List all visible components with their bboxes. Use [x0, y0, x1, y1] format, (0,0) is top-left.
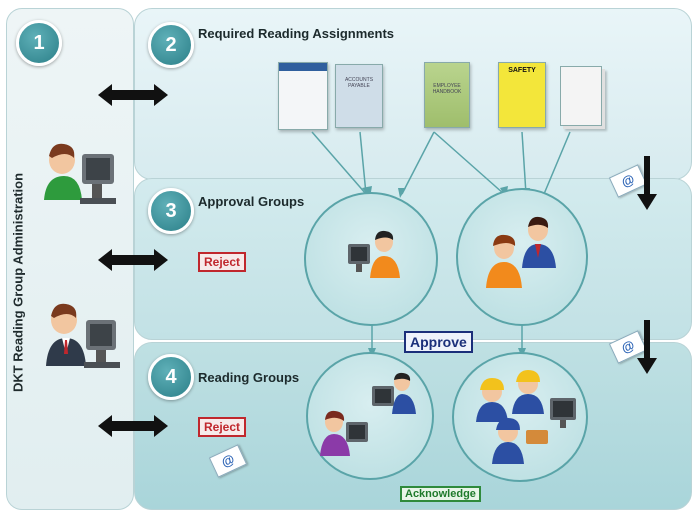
document-icon: EMPLOYEE HANDBOOK [424, 62, 470, 128]
approver-user-icon [486, 216, 556, 288]
reject-badge: Reject [198, 252, 247, 272]
acknowledge-badge: Acknowledge [400, 486, 481, 502]
document-icon [278, 62, 328, 130]
down-arrow-icon [637, 320, 657, 374]
reading-groups-title: Reading Groups [198, 370, 300, 385]
admin-user-icon [44, 143, 116, 204]
double-arrow-icon [98, 249, 168, 271]
down-arrow-icon [637, 156, 657, 210]
step-number-2: 2 [148, 22, 194, 68]
step-number-4: 4 [148, 354, 194, 400]
reader-user-icon [320, 372, 416, 456]
approval-group-circle [304, 192, 438, 326]
step-number-3: 3 [148, 188, 194, 234]
admin-user-icon [46, 303, 120, 368]
double-arrow-icon [98, 84, 168, 106]
approve-badge: Approve [404, 331, 473, 353]
approval-group-circle [456, 188, 588, 326]
document-icon: SAFETY [498, 62, 546, 128]
admin-title: DKT Reading Group Administration [10, 172, 26, 393]
approver-user-icon [348, 230, 400, 278]
approval-groups-title: Approval Groups [198, 194, 305, 209]
reader-group-icon [476, 370, 576, 464]
double-arrow-icon [98, 415, 168, 437]
document-icon [560, 66, 602, 126]
step-number-1: 1 [16, 20, 62, 66]
required-reading-title: Required Reading Assignments [198, 26, 394, 41]
document-icon: ACCOUNTS PAYABLE [335, 64, 383, 128]
reject-badge: Reject [198, 417, 247, 437]
